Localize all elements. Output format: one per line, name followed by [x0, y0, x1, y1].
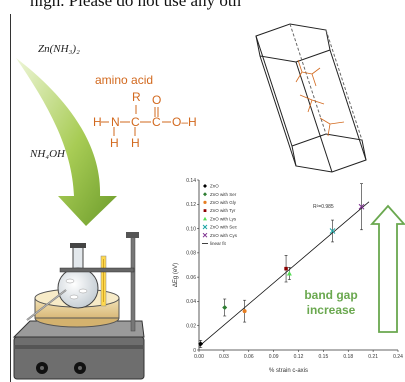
y-tick-label: 0	[193, 348, 196, 354]
y-tick-label: 0.14	[186, 178, 196, 184]
zno-hexagonal-crystal	[255, 23, 367, 173]
legend-label: linear fit	[210, 241, 227, 246]
legend-label: ZnO with Gly	[210, 200, 237, 205]
band-gap-strain-chart: 0.00 0.03 0.06 0.09 0.12 0.15 0.18 0.21 0.24 0 0.…	[173, 178, 403, 374]
legend-marker	[203, 192, 207, 197]
svg-text:H: H	[110, 136, 119, 150]
svg-text:C: C	[131, 115, 140, 129]
data-point	[222, 305, 228, 310]
x-tick-label: 0.03	[219, 354, 229, 360]
svg-text:O: O	[152, 93, 161, 107]
reagent-ammonium-hydroxide: NH₄OH	[29, 148, 66, 160]
y-tick-label: 0.06	[186, 275, 196, 281]
legend-marker	[203, 200, 207, 204]
legend-label: ZnO with Lys	[210, 216, 237, 221]
legend-label: ZnO with Sec	[210, 225, 238, 230]
legend-label: ZnO with Tyr	[210, 208, 236, 213]
legend-marker	[203, 216, 207, 221]
svg-text:C: C	[152, 115, 161, 129]
x-tick-label: 0.06	[244, 354, 254, 360]
left-border-line	[10, 14, 11, 382]
y-tick-label: 0.08	[186, 251, 196, 257]
x-tick-label: 0.12	[294, 354, 304, 360]
data-point	[198, 341, 204, 347]
band-gap-label-line1: band gap	[304, 288, 357, 302]
legend-marker	[202, 224, 208, 230]
legend-marker	[202, 232, 208, 238]
y-tick-label: 0.10	[186, 226, 196, 232]
x-tick-label: 0.24	[393, 354, 403, 360]
band-gap-increase-arrow	[369, 204, 405, 333]
reaction-arrow	[16, 58, 117, 226]
x-tick-label: 0.21	[368, 354, 378, 360]
y-tick-label: 0.04	[186, 299, 196, 305]
x-tick-label: 0.18	[343, 354, 353, 360]
y-tick-label: 0.02	[186, 324, 196, 330]
data-point	[286, 271, 292, 276]
legend-label: ZnO with Ser	[210, 192, 237, 197]
legend-label: ZnO	[210, 184, 219, 189]
data-point	[242, 309, 247, 314]
linear-fit-line	[198, 201, 370, 347]
lab-apparatus	[12, 232, 145, 380]
svg-text:O–H: O–H	[172, 115, 197, 129]
data-point	[329, 228, 336, 234]
adsorbed-amino-acid-molecules	[295, 59, 345, 137]
svg-text:H: H	[131, 136, 140, 150]
x-tick-label: 0.00	[194, 354, 204, 360]
y-tick-label: 0.12	[186, 202, 196, 208]
legend-marker	[203, 184, 207, 188]
band-gap-label-line2: increase	[307, 303, 356, 317]
svg-text:N: N	[111, 115, 120, 129]
reagent-zinc-ammine: Zn(NH₃)₂	[38, 43, 80, 55]
svg-text:R: R	[132, 90, 141, 104]
legend-marker	[203, 209, 207, 212]
svg-text:H: H	[93, 115, 102, 129]
y-axis-label: ΔEg (eV)	[173, 263, 179, 287]
data-point	[358, 203, 365, 210]
x-axis-label: % strain c-axis	[269, 368, 308, 374]
r-squared-annotation: R²=0.985	[313, 204, 334, 210]
x-tick-label: 0.09	[269, 354, 279, 360]
amino-acid-label: amino acid	[95, 73, 153, 87]
x-tick-label: 0.15	[319, 354, 329, 360]
legend-label: ZnO with Cys	[210, 233, 238, 238]
amino-acid-structure: R H N C C O O–H H H	[93, 90, 197, 150]
header-text-fragment: high. Please do not use any oth	[30, 0, 242, 10]
data-point	[284, 266, 288, 271]
